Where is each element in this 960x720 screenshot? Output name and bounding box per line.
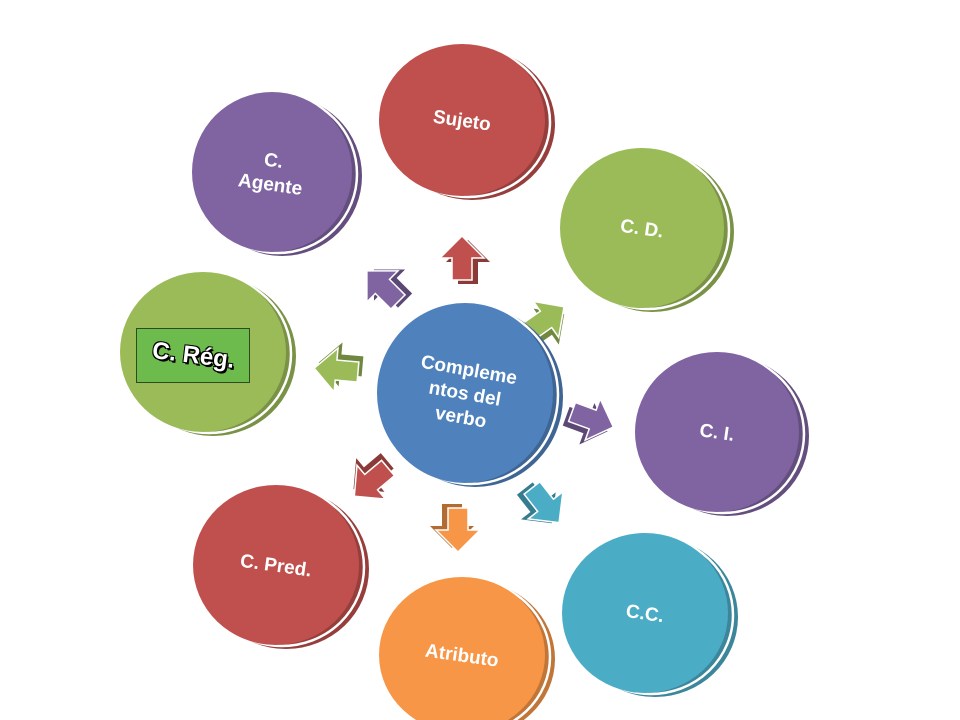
cc-disc[interactable]: C.C.: [562, 533, 738, 697]
cc-disc-face: [562, 533, 728, 693]
atributo-disc[interactable]: Atributo: [379, 577, 555, 720]
cpred-arrow-face: [353, 459, 396, 500]
arrow-layer: [313, 234, 615, 554]
c-reg-label: C. Rég.: [150, 336, 236, 374]
ci-arrow-face: [567, 396, 615, 442]
atributo-disc-face: [379, 577, 545, 720]
creg-arrow: [313, 342, 364, 394]
cpred-disc[interactable]: C. Pred.: [193, 485, 369, 649]
c-reg-highlight-box[interactable]: C. Rég.: [136, 328, 250, 383]
cagente-arrow: [366, 269, 413, 311]
sujeto-disc-face: [379, 44, 545, 196]
cagente-label-line: C.: [263, 150, 285, 173]
creg-arrow-face: [313, 346, 360, 394]
ci-arrow: [562, 396, 615, 445]
sujeto-arrow-face: [438, 234, 486, 281]
sujeto-disc[interactable]: Sujeto: [379, 44, 555, 200]
center-disc-face: [377, 303, 553, 483]
cd-disc-face: [560, 148, 724, 308]
cc-label-line: C.C.: [625, 601, 666, 627]
cagente-disc-face: [192, 92, 352, 252]
ci-label-line: C. I.: [698, 420, 735, 446]
cc-arrow: [516, 480, 564, 524]
sujeto-arrow: [438, 234, 490, 284]
cpred-arrow: [353, 453, 396, 500]
cagente-arrow-face: [366, 270, 407, 311]
ci-disc[interactable]: C. I.: [635, 352, 809, 516]
atributo-arrow-face: [434, 507, 482, 554]
atributo-arrow: [430, 504, 482, 554]
cd-disc[interactable]: C. D.: [560, 148, 734, 312]
cpred-disc-face: [193, 485, 359, 645]
ci-disc-face: [635, 352, 799, 512]
cc-arrow-face: [523, 480, 564, 524]
cagente-disc[interactable]: C.Agente: [192, 92, 362, 256]
